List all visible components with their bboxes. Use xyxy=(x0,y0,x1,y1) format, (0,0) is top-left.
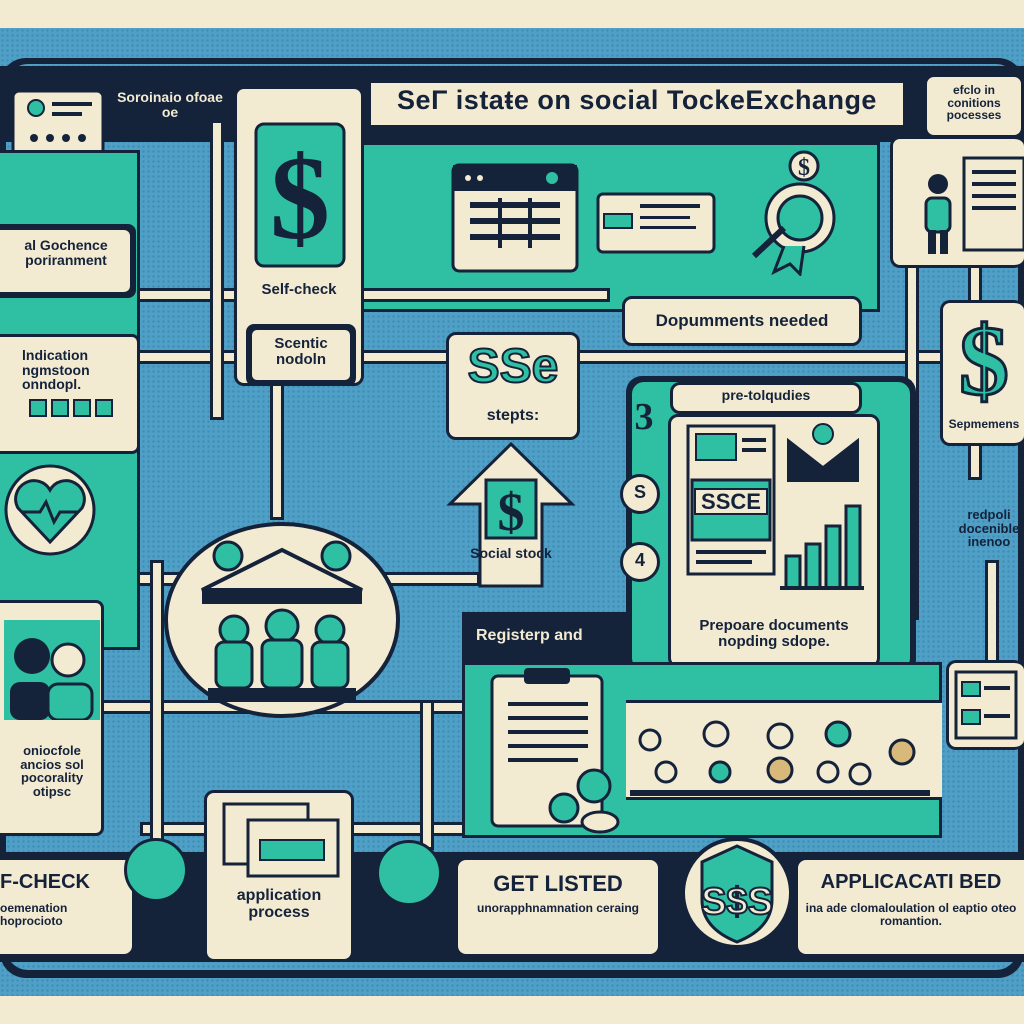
people-icon xyxy=(4,620,100,720)
b3-sub: unorapphnamnation ceraing xyxy=(476,901,639,915)
b4-title: APPLICACATI BED xyxy=(820,871,1002,893)
grid-icon xyxy=(28,390,118,440)
bar-chart-icon xyxy=(778,496,866,592)
stock-label: Social stock xyxy=(470,545,552,561)
sse-logo: SSe xyxy=(467,340,560,393)
pipe-v4 xyxy=(420,700,434,850)
clipboard-icon xyxy=(484,662,624,840)
pipe-h1 xyxy=(130,288,610,302)
badge-icon: $ xyxy=(744,146,854,276)
audience-icon xyxy=(630,712,930,800)
steps-label: stepts: xyxy=(486,407,540,424)
step-3: 3 xyxy=(634,396,654,438)
pipe-v2 xyxy=(270,380,284,520)
far-right-label: redpoli docenible inenoo xyxy=(958,507,1020,550)
svg-text:$: $ xyxy=(498,482,525,542)
self-check-label: Self-check xyxy=(261,281,337,298)
bottom-panel-1 xyxy=(0,860,132,954)
ss-badge-icon: S$S xyxy=(680,836,794,950)
spreadsheet-icon xyxy=(450,162,580,274)
application-doc-icon xyxy=(214,800,344,880)
person-icon xyxy=(918,172,958,256)
bottom-panel-4 xyxy=(798,860,1024,954)
list-icon xyxy=(954,670,1018,740)
left-panel-1-inner xyxy=(0,230,130,292)
pipe-v1 xyxy=(210,120,224,420)
left-panel-1-text: al Gochence poriranment xyxy=(24,237,108,268)
left-panel-3-text: oniocfole ancios sol pocorality otipsc xyxy=(20,743,84,799)
envelope-doc-icon xyxy=(596,192,716,254)
pre-label: pre-tolqudies xyxy=(721,387,811,403)
header-corner-right: efclo in conitions pocesses xyxy=(946,83,1002,123)
b3-circle xyxy=(376,840,442,906)
left-panel-2 xyxy=(0,334,140,454)
heart-icon xyxy=(0,460,120,560)
b3-title: GET LISTED xyxy=(493,871,623,896)
bottom-panel-3 xyxy=(458,860,658,954)
arrow-icon: $ xyxy=(446,440,576,590)
scenario-panel xyxy=(252,330,350,380)
b2-label: application process xyxy=(236,887,322,921)
septements-label: Sepmemens xyxy=(948,417,1020,431)
envelope-icon xyxy=(784,420,862,486)
step-4: 4 xyxy=(634,550,645,570)
header-corner-left: Soroinaio ofoae oe xyxy=(117,89,223,120)
dollar-icon-right: $ xyxy=(948,306,1020,406)
b1-circle xyxy=(124,838,188,902)
scenario-label: Scentic nodoln xyxy=(274,335,328,368)
svg-text:$: $ xyxy=(270,131,330,264)
svg-text:S$S: S$S xyxy=(701,881,773,923)
septements-panel xyxy=(940,300,1024,446)
svg-text:$: $ xyxy=(959,306,1009,406)
header-title: SeΓ istaŧe on social ToᴄkeExchange xyxy=(397,85,877,115)
courthouse-icon xyxy=(162,520,402,720)
pre-label-box xyxy=(670,382,862,414)
step-5: S xyxy=(633,482,646,502)
ssce-label: SSCE xyxy=(694,488,768,516)
step-5-circle xyxy=(620,474,660,514)
b4-sub: ina ade clomaloulation ol eaptio oteo ro… xyxy=(805,901,1017,928)
step-4-circle xyxy=(620,542,660,582)
documents-needed-label: Dopumments needed xyxy=(655,311,829,330)
dollar-icon: $ xyxy=(252,120,348,270)
left-panel-2-text: lndication ngmstoon onndopl. xyxy=(22,347,90,393)
prepare-label: Prepoare documents nopding sdope. xyxy=(699,617,849,650)
svg-text:$: $ xyxy=(798,155,810,181)
register-label: Registerp and xyxy=(476,627,583,644)
documents-needed-panel xyxy=(622,296,862,346)
report-icon xyxy=(962,156,1024,252)
header-title-box xyxy=(368,80,906,128)
b1-title: F-CHECK xyxy=(0,871,90,893)
b1-sub: oemenation hoprocioto xyxy=(0,901,68,928)
sse-panel xyxy=(446,332,580,440)
